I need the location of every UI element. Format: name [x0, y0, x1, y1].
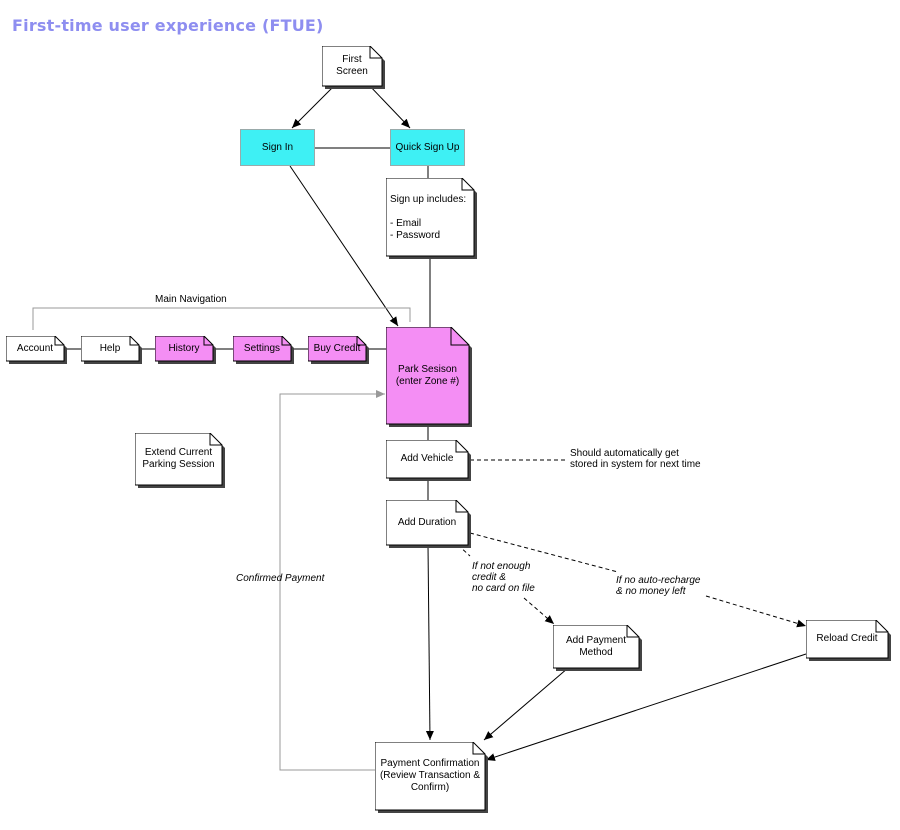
node-label: Extend Current Parking Session — [142, 447, 215, 470]
nav-item-label: Settings — [243, 342, 281, 354]
node-label: First Screen — [336, 54, 368, 77]
edge-duration-reload-2 — [705, 595, 807, 628]
main-nav-bracket — [32, 307, 411, 330]
edge-first-quicksignup — [367, 83, 411, 129]
node-quick-sign-up: Quick Sign Up — [390, 129, 465, 166]
nav-item-settings[interactable]: Settings — [233, 336, 294, 364]
annotation-no-credit: If not enough credit & no card on file — [472, 561, 535, 594]
nav-item-buy-credit[interactable]: Buy Credit — [308, 336, 369, 364]
node-extend-session: Extend Current Parking Session — [135, 433, 225, 488]
node-reload-credit: Reload Credit — [806, 620, 891, 661]
edge-paymethod-confirm — [483, 667, 569, 741]
main-nav-title: Main Navigation — [155, 294, 227, 305]
nav-item-label: History — [168, 342, 200, 354]
node-add-payment-method: Add Payment Method — [553, 625, 642, 671]
vehicle-note: Should automatically get stored in syste… — [570, 448, 701, 470]
node-signup-note: Sign up includes: - Email - Password — [386, 178, 477, 259]
edge-duration-paymethod-2 — [523, 597, 555, 625]
nav-item-help[interactable]: Help — [81, 336, 142, 364]
nav-item-label: Help — [99, 342, 121, 354]
node-sign-in: Sign In — [240, 129, 315, 166]
node-label: Add Payment Method — [565, 634, 627, 658]
node-label: Park Sesison (enter Zone #) — [395, 363, 460, 387]
nav-item-history[interactable]: History — [155, 336, 216, 364]
node-park-session: Park Sesison (enter Zone #) — [386, 327, 472, 427]
node-label: Sign In — [261, 141, 294, 153]
edge-first-signin — [291, 83, 337, 129]
nav-item-label: Account — [16, 342, 54, 354]
node-first-screen: First Screen — [322, 46, 385, 89]
annotation-no-recharge: If no auto-recharge & no money left — [616, 575, 701, 597]
edge-confirmed-loop — [279, 390, 385, 771]
annotation-confirmed-payment: Confirmed Payment — [236, 573, 325, 584]
node-add-vehicle: Add Vehicle — [386, 440, 471, 481]
node-label: Payment Confirmation (Review Transaction… — [379, 758, 481, 793]
nav-item-label: Buy Credit — [313, 342, 361, 354]
node-label: Reload Credit — [816, 633, 878, 644]
node-add-duration: Add Duration — [386, 500, 471, 548]
edge-signin-park — [289, 165, 399, 327]
edge-duration-confirm — [425, 544, 434, 741]
nav-item-account[interactable]: Account — [6, 336, 67, 364]
node-label: Add Vehicle — [400, 453, 454, 464]
edge-duration-reload-1 — [469, 532, 619, 573]
node-label: Add Duration — [397, 516, 457, 528]
edge-reload-confirm — [485, 653, 807, 761]
node-payment-confirmation: Payment Confirmation (Review Transaction… — [375, 742, 488, 813]
page-title: First-time user experience (FTUE) — [12, 16, 324, 35]
node-label: Sign up includes: - Email - Password — [390, 194, 467, 241]
node-label: Quick Sign Up — [395, 141, 460, 153]
